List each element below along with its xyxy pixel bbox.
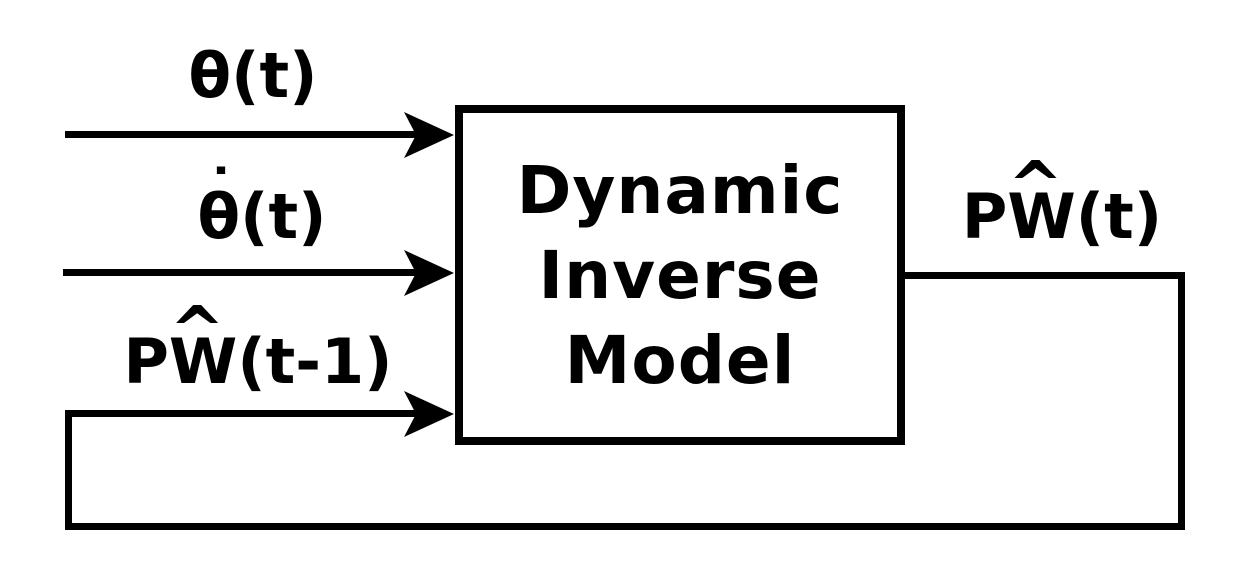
- dot-accent: ˙: [205, 157, 237, 230]
- output-label-pw: ^ PW(t): [961, 147, 1163, 253]
- input-label-theta: θ(t): [188, 39, 318, 112]
- input-label-theta-dot-text: ˙ θ(t): [197, 157, 327, 253]
- feedback-line-right: [1178, 272, 1185, 530]
- input-line-theta-dot: [63, 269, 430, 276]
- arrowhead-right-icon: [404, 391, 454, 437]
- output-label-pw-text: ^ PW(t): [961, 147, 1163, 253]
- input-label-pw-prev: ^ PW(t-1): [123, 292, 393, 398]
- input-line-pw-prev: [65, 410, 430, 417]
- hat-accent: ^: [169, 292, 225, 369]
- output-line: [905, 272, 1185, 279]
- input-label-theta-dot: ˙ θ(t): [197, 157, 327, 253]
- input-label-pw-prev-text: ^ PW(t-1): [123, 292, 393, 398]
- block-title-line: Inverse: [538, 236, 822, 314]
- dynamic-inverse-model-block: Dynamic Inverse Model: [455, 105, 905, 445]
- input-line-theta: [65, 131, 430, 138]
- hat-accent: ^: [1007, 147, 1064, 224]
- arrowhead-right-icon: [404, 112, 454, 158]
- block-title-line: Model: [564, 321, 796, 399]
- feedback-line-left: [65, 410, 72, 530]
- arrowhead-right-icon: [404, 250, 454, 296]
- block-title-line: Dynamic: [516, 151, 844, 229]
- input-label-theta-text: θ(t): [188, 39, 318, 112]
- feedback-line-bottom: [65, 523, 1185, 530]
